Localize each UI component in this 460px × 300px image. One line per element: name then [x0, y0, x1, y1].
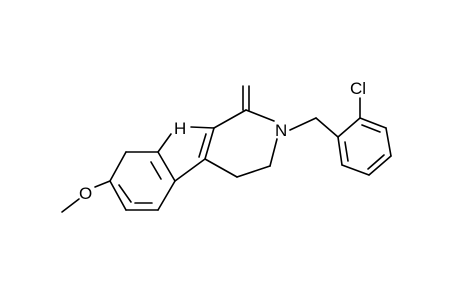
exocyclic-methylene	[242, 85, 250, 111]
methoxy-group	[61, 180, 111, 213]
bond	[289, 117, 317, 131]
bond	[341, 164, 370, 176]
bond	[109, 151, 127, 182]
bond	[213, 109, 247, 129]
bond-double-inner	[344, 141, 349, 162]
atom-o-label: O	[79, 184, 92, 203]
bond	[204, 158, 238, 178]
bond	[236, 165, 271, 178]
bond	[204, 127, 215, 160]
bond	[269, 138, 278, 167]
bond	[157, 133, 172, 153]
bond	[190, 126, 215, 129]
bond	[157, 180, 176, 211]
bond	[157, 151, 176, 182]
atom-h-label: H	[174, 119, 186, 138]
atom-cl-label: Cl	[350, 79, 366, 98]
benzene-ring-indole	[109, 151, 176, 211]
benzyl-linker	[289, 117, 339, 138]
bond	[359, 117, 387, 129]
bond	[174, 158, 206, 182]
chlorophenyl-ring	[337, 97, 392, 176]
bond	[109, 180, 127, 211]
pyrrole-ring	[157, 126, 215, 182]
bond	[94, 180, 111, 188]
bond	[385, 127, 392, 157]
bond	[337, 136, 343, 166]
bond	[337, 117, 361, 138]
bond-double-inner	[367, 154, 385, 170]
tetrahydropyridine-ring	[204, 109, 278, 178]
bond-double-inner	[198, 133, 207, 158]
bond	[315, 117, 339, 138]
bond	[368, 155, 392, 176]
atom-n-label: N	[275, 121, 287, 140]
bond-double-inner	[361, 124, 381, 133]
bond	[61, 198, 80, 213]
bond	[245, 109, 275, 122]
bond-double-inner	[118, 184, 132, 203]
bond-double-inner	[150, 161, 162, 180]
